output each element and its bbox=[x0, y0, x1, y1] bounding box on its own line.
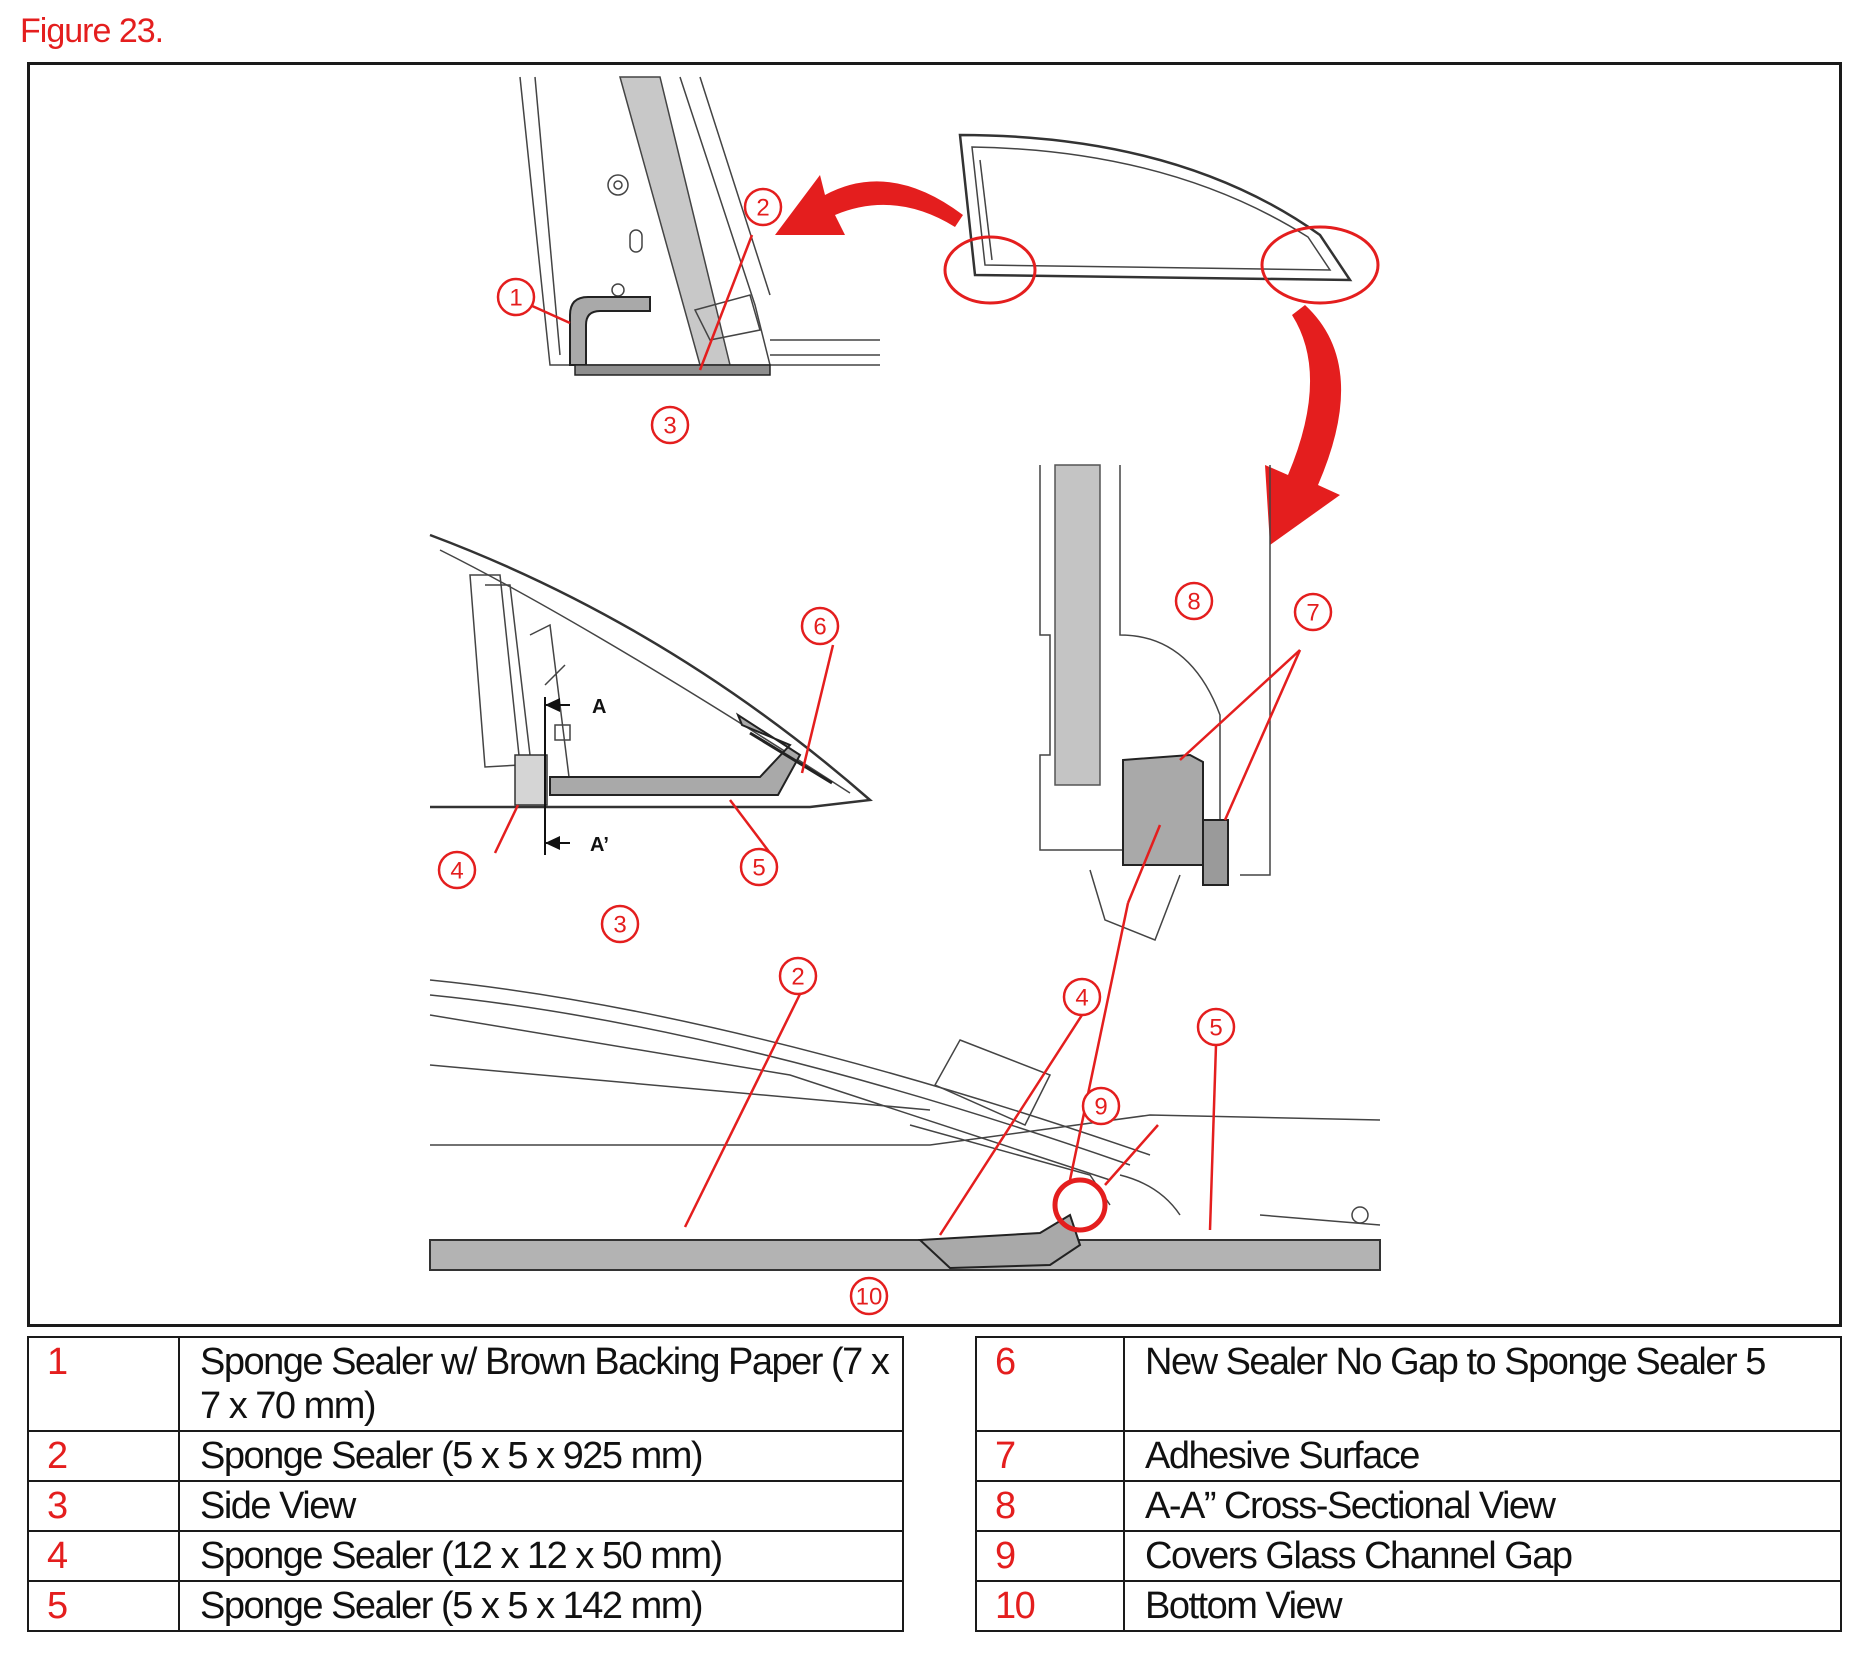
callout-6: 6 bbox=[800, 606, 840, 646]
callout-4-bottom: 4 bbox=[1062, 977, 1102, 1017]
callout-1: 1 bbox=[496, 277, 536, 317]
legend-description: A-A” Cross-Sectional View bbox=[1123, 1480, 1842, 1532]
legend-number: 5 bbox=[27, 1580, 180, 1632]
legend-description: Sponge Sealer (12 x 12 x 50 mm) bbox=[178, 1530, 904, 1582]
callout-7: 7 bbox=[1293, 592, 1333, 632]
legend-row: 10 Bottom View bbox=[975, 1580, 1842, 1632]
legend-number: 9 bbox=[975, 1530, 1125, 1582]
callout-10: 10 bbox=[849, 1276, 889, 1316]
svg-text:5: 5 bbox=[752, 855, 765, 882]
quarter-window-detail bbox=[429, 533, 873, 855]
section-label-a-prime: A’ bbox=[590, 834, 609, 856]
legend-description: Side View bbox=[178, 1480, 904, 1532]
leader-lines bbox=[493, 234, 1302, 1236]
callout-8: 8 bbox=[1174, 581, 1214, 621]
legend-number: 6 bbox=[975, 1336, 1125, 1432]
svg-text:7: 7 bbox=[1306, 600, 1319, 627]
figure-diagram: A A’ bbox=[27, 62, 1842, 1327]
legend-number: 10 bbox=[975, 1580, 1125, 1632]
callout-5-mid: 5 bbox=[739, 847, 779, 887]
legend-table-right: 6 New Sealer No Gap to Sponge Sealer 5 7… bbox=[975, 1336, 1842, 1632]
svg-text:2: 2 bbox=[756, 195, 769, 222]
svg-text:4: 4 bbox=[1075, 985, 1088, 1012]
legend-row: 9 Covers Glass Channel Gap bbox=[975, 1530, 1842, 1582]
callout-4-mid: 4 bbox=[437, 850, 477, 890]
legend-description: Bottom View bbox=[1123, 1580, 1842, 1632]
arrow-to-cross-section bbox=[1265, 305, 1342, 545]
svg-text:1: 1 bbox=[509, 285, 522, 312]
side-view-detail bbox=[519, 76, 880, 376]
legend-number: 7 bbox=[975, 1430, 1125, 1482]
figure-title: Figure 23. bbox=[20, 12, 164, 50]
legend-row: 8 A-A” Cross-Sectional View bbox=[975, 1480, 1842, 1532]
legend-row: 1 Sponge Sealer w/ Brown Backing Paper (… bbox=[27, 1336, 904, 1432]
legend-description: Adhesive Surface bbox=[1123, 1430, 1842, 1482]
svg-text:5: 5 bbox=[1209, 1015, 1222, 1042]
legend-row: 5 Sponge Sealer (5 x 5 x 142 mm) bbox=[27, 1580, 904, 1632]
legend-number: 2 bbox=[27, 1430, 180, 1482]
detail-circle-front bbox=[943, 235, 1037, 305]
cross-section-detail bbox=[1039, 464, 1271, 941]
gap-highlight-circle bbox=[1052, 1177, 1108, 1233]
legend-row: 6 New Sealer No Gap to Sponge Sealer 5 bbox=[975, 1336, 1842, 1432]
legend-number: 4 bbox=[27, 1530, 180, 1582]
svg-text:9: 9 bbox=[1094, 1094, 1107, 1121]
legend-description: Sponge Sealer (5 x 5 x 142 mm) bbox=[178, 1580, 904, 1632]
svg-text:2: 2 bbox=[791, 964, 804, 991]
callout-2-top: 2 bbox=[743, 187, 783, 227]
svg-text:3: 3 bbox=[613, 912, 626, 939]
legend-row: 7 Adhesive Surface bbox=[975, 1430, 1842, 1482]
legend-description: Sponge Sealer (5 x 5 x 925 mm) bbox=[178, 1430, 904, 1482]
detail-circle-rear bbox=[1260, 225, 1380, 305]
legend-row: 3 Side View bbox=[27, 1480, 904, 1532]
installation-diagram: A A’ bbox=[429, 76, 1381, 1316]
svg-text:3: 3 bbox=[663, 413, 676, 440]
legend-row: 2 Sponge Sealer (5 x 5 x 925 mm) bbox=[27, 1430, 904, 1482]
bottom-view-detail bbox=[429, 979, 1381, 1271]
legend-description: New Sealer No Gap to Sponge Sealer 5 bbox=[1123, 1336, 1842, 1432]
arrow-to-side-view bbox=[775, 175, 963, 235]
svg-text:8: 8 bbox=[1187, 589, 1200, 616]
legend-number: 1 bbox=[27, 1336, 180, 1432]
legend-description: Covers Glass Channel Gap bbox=[1123, 1530, 1842, 1582]
legend-row: 4 Sponge Sealer (12 x 12 x 50 mm) bbox=[27, 1530, 904, 1582]
legend-number: 3 bbox=[27, 1480, 180, 1532]
legend-description: Sponge Sealer w/ Brown Backing Paper (7 … bbox=[178, 1336, 904, 1432]
svg-text:4: 4 bbox=[450, 858, 463, 885]
callout-2-bottom: 2 bbox=[778, 956, 818, 996]
door-glass-overview bbox=[958, 133, 1353, 282]
legend-number: 8 bbox=[975, 1480, 1125, 1532]
svg-text:6: 6 bbox=[813, 614, 826, 641]
legend-table-left: 1 Sponge Sealer w/ Brown Backing Paper (… bbox=[27, 1336, 904, 1632]
callout-3-bottom: 3 bbox=[600, 904, 640, 944]
callout-3-top: 3 bbox=[650, 405, 690, 445]
callout-9: 9 bbox=[1081, 1086, 1121, 1126]
callout-5-bottom: 5 bbox=[1196, 1007, 1236, 1047]
section-label-a: A bbox=[592, 696, 606, 718]
svg-text:10: 10 bbox=[856, 1284, 883, 1311]
